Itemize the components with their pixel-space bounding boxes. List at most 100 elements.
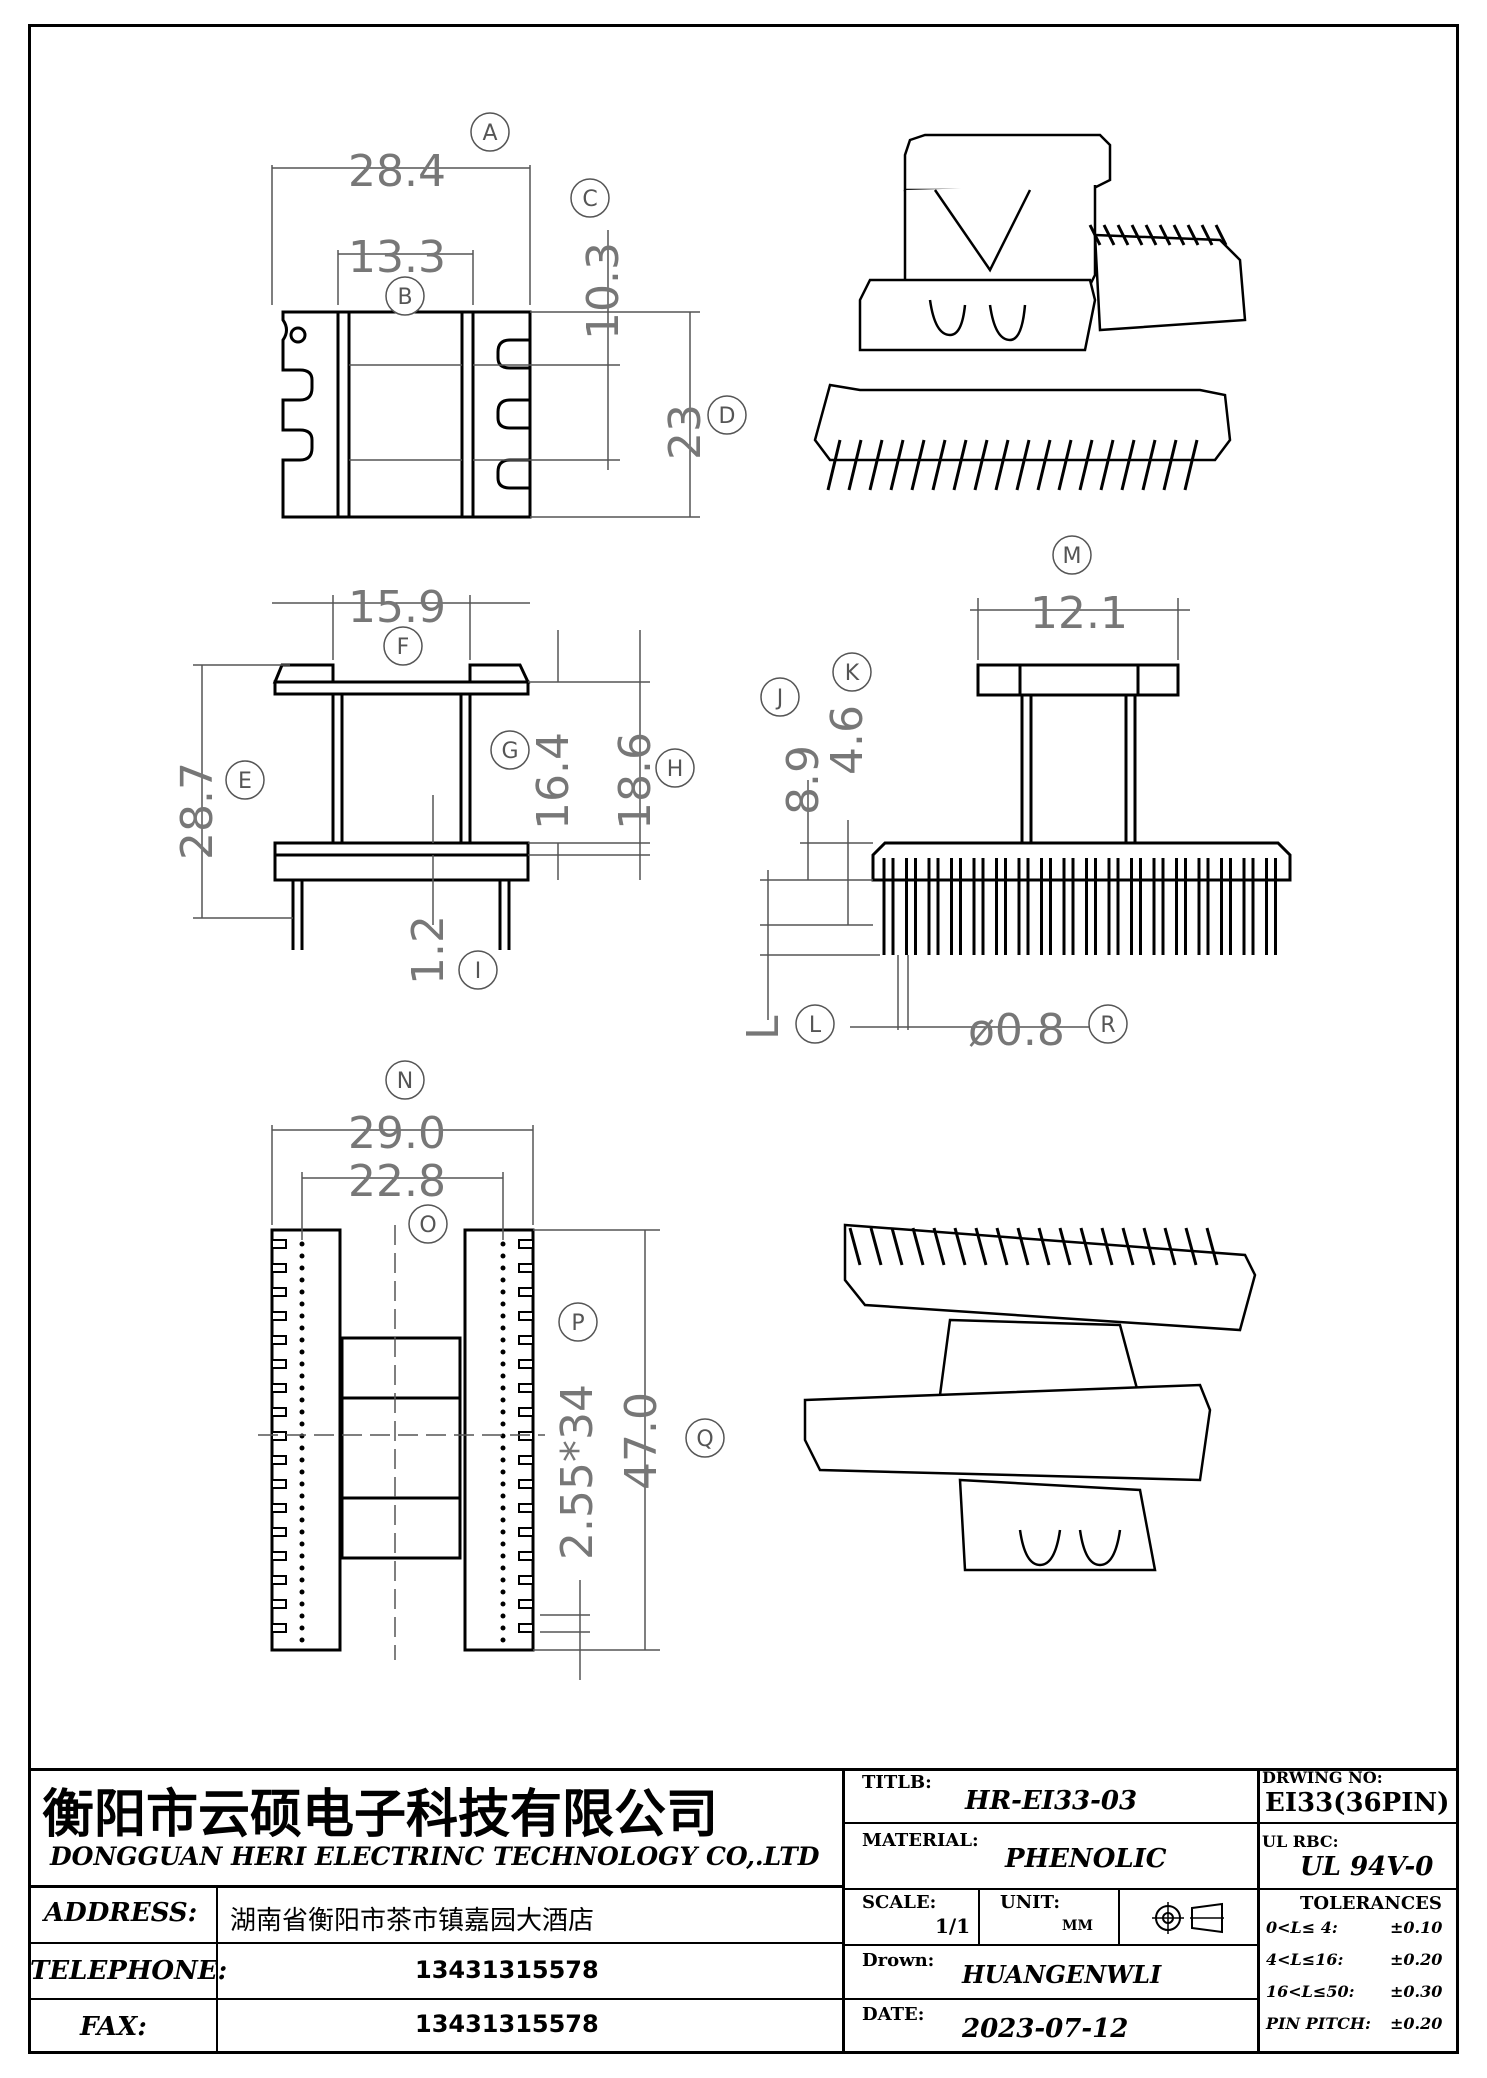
tb-scale-div2 bbox=[980, 1890, 1120, 1946]
tb-divider-right bbox=[845, 1768, 1260, 2054]
tol-value: ±0.20 bbox=[1390, 1950, 1443, 1969]
pin-hole bbox=[500, 1409, 506, 1415]
drawing-no-label: DRWING NO: bbox=[1262, 1768, 1383, 1787]
tol-range: 16<L≤50: bbox=[1266, 1982, 1355, 2001]
iso-pin bbox=[1057, 439, 1073, 491]
balloon-P: P bbox=[558, 1302, 598, 1342]
pin-hole bbox=[500, 1325, 506, 1331]
pin-hole bbox=[500, 1445, 506, 1451]
pin-hole bbox=[500, 1313, 506, 1319]
iso-pin bbox=[994, 439, 1010, 491]
front-pin bbox=[1197, 858, 1210, 955]
front-pin bbox=[1130, 858, 1142, 955]
pin-hole bbox=[299, 1373, 305, 1379]
pin-hole bbox=[299, 1625, 305, 1631]
pin-slot bbox=[518, 1503, 534, 1513]
pin-slot bbox=[271, 1407, 287, 1417]
date-value: 2023-07-12 bbox=[962, 2014, 1129, 2044]
pin-slot bbox=[518, 1527, 534, 1537]
tol-range: PIN PITCH: bbox=[1266, 2014, 1371, 2033]
tolerances-label: TOLERANCES bbox=[1300, 1893, 1442, 1914]
iso-pin bbox=[932, 1227, 946, 1266]
top-view bbox=[271, 165, 700, 519]
telephone-label: TELEPHONE: bbox=[30, 1956, 228, 1986]
iso-pin bbox=[1037, 1227, 1051, 1266]
pin-hole bbox=[500, 1337, 506, 1343]
iso-pin bbox=[1088, 224, 1102, 246]
pin-hole bbox=[299, 1409, 305, 1415]
iso-pin bbox=[911, 1227, 925, 1266]
tb-divider-left bbox=[28, 1768, 845, 2054]
pin-hole bbox=[500, 1469, 506, 1475]
pin-hole bbox=[500, 1361, 506, 1367]
pin-hole bbox=[500, 1553, 506, 1559]
pin-hole bbox=[500, 1253, 506, 1259]
svg-text:O: O bbox=[419, 1213, 436, 1238]
pin-hole bbox=[299, 1529, 305, 1535]
drawing-no-value: EI33(36PIN) bbox=[1265, 1788, 1450, 1818]
pin-slot bbox=[518, 1431, 534, 1441]
pin-hole bbox=[299, 1361, 305, 1367]
pin-hole bbox=[500, 1277, 506, 1283]
tol-value: ±0.30 bbox=[1390, 1982, 1443, 2001]
side-view bbox=[193, 595, 650, 950]
svg-text:N: N bbox=[397, 1069, 413, 1094]
svg-text:E: E bbox=[238, 769, 252, 794]
pin-slot bbox=[518, 1479, 534, 1489]
svg-text:I: I bbox=[475, 959, 482, 984]
iso-pin bbox=[1036, 439, 1052, 491]
iso-pin bbox=[995, 1227, 1009, 1266]
svg-text:L: L bbox=[809, 1013, 822, 1038]
pin-hole bbox=[500, 1397, 506, 1403]
balloon-G: G bbox=[490, 730, 530, 770]
drawn-value: HUANGENWLI bbox=[962, 1960, 1162, 1989]
title-block bbox=[28, 1768, 1459, 2054]
dim-P-value: 2.55*34 bbox=[552, 1384, 603, 1560]
balloon-D: D bbox=[707, 395, 747, 435]
tol-value: ±0.10 bbox=[1390, 1918, 1443, 1937]
pin-hole bbox=[299, 1505, 305, 1511]
iso-pin bbox=[1162, 439, 1178, 491]
front-pin bbox=[927, 858, 940, 955]
front-pin bbox=[1220, 858, 1232, 955]
iso-pin bbox=[1102, 224, 1116, 246]
tb-scale-div1 bbox=[845, 1890, 980, 1946]
balloon-A: A bbox=[470, 112, 510, 152]
pin-slot bbox=[518, 1623, 534, 1633]
scale-value: 1/1 bbox=[935, 1914, 971, 1938]
pin-hole bbox=[299, 1277, 305, 1283]
address-label: ADDRESS: bbox=[44, 1898, 198, 1928]
iso-pin bbox=[931, 439, 947, 491]
svg-text:A: A bbox=[482, 121, 497, 146]
pin-hole bbox=[299, 1481, 305, 1487]
tol-range: 0<L≤ 4: bbox=[1266, 1918, 1338, 1937]
front-pin bbox=[1062, 858, 1075, 955]
address-value: 湖南省衡阳市茶市镇嘉园大酒店 bbox=[230, 1906, 595, 1936]
balloon-Q: Q bbox=[685, 1418, 725, 1458]
pin-hole bbox=[500, 1265, 506, 1271]
front-pin bbox=[1085, 858, 1097, 955]
pin-hole bbox=[299, 1541, 305, 1547]
iso-pin bbox=[890, 1227, 904, 1266]
pin-slot bbox=[518, 1407, 534, 1417]
dim-A-value: 28.4 bbox=[348, 146, 446, 197]
pin-hole bbox=[299, 1565, 305, 1571]
pin-hole bbox=[500, 1601, 506, 1607]
dim-R-value: ø0.8 bbox=[968, 1005, 1065, 1056]
iso-pin bbox=[1015, 439, 1031, 491]
iso-pin bbox=[1141, 439, 1157, 491]
balloon-K: K bbox=[832, 652, 872, 692]
iso-pin bbox=[1120, 439, 1136, 491]
iso-pin bbox=[889, 439, 905, 491]
pin-hole bbox=[299, 1421, 305, 1427]
svg-text:C: C bbox=[582, 187, 597, 212]
tb-mid-row3 bbox=[845, 1890, 1260, 1946]
tb-right-row1 bbox=[1260, 1768, 1459, 1824]
iso-pin bbox=[1205, 1227, 1219, 1266]
pin-slot bbox=[271, 1527, 287, 1537]
svg-text:R: R bbox=[1100, 1013, 1115, 1038]
front-pin bbox=[950, 858, 962, 955]
dim-H-value: 18.6 bbox=[610, 732, 661, 830]
pin-hole bbox=[299, 1613, 305, 1619]
pin-hole bbox=[500, 1505, 506, 1511]
